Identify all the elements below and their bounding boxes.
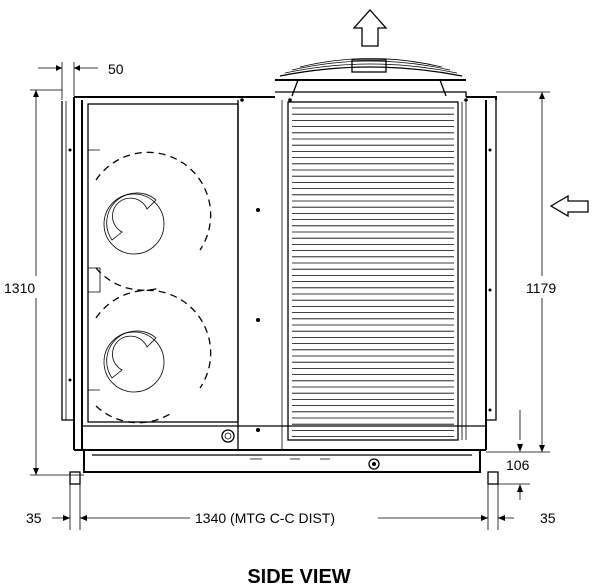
service-valve-icon — [221, 429, 235, 443]
dim-coil-height: 1179 — [526, 280, 556, 296]
unit-cabinet — [61, 91, 497, 451]
condenser-coil — [287, 101, 467, 441]
drawing-title: SIDE VIEW — [247, 566, 350, 588]
dim-mounting-distance: 1340 (MTG C-C DIST) — [195, 510, 335, 526]
lower-fan — [95, 289, 212, 424]
dim-overall-height: 1310 — [4, 280, 35, 296]
dim-top-offset: 50 — [108, 61, 124, 77]
panel-bolts — [68, 98, 492, 432]
intake-airflow-left-arrow-icon — [549, 194, 589, 218]
upper-fan — [95, 151, 212, 291]
base-rail — [69, 450, 499, 485]
dimension-lines — [30, 62, 550, 530]
compressor-panel — [87, 103, 239, 423]
dim-right-overhang: 35 — [540, 510, 556, 526]
dim-base-height: 106 — [506, 457, 530, 473]
discharge-airflow-up-arrow-icon — [352, 9, 388, 47]
top-fan-guard — [275, 58, 466, 97]
dim-left-overhang: 35 — [26, 510, 42, 526]
